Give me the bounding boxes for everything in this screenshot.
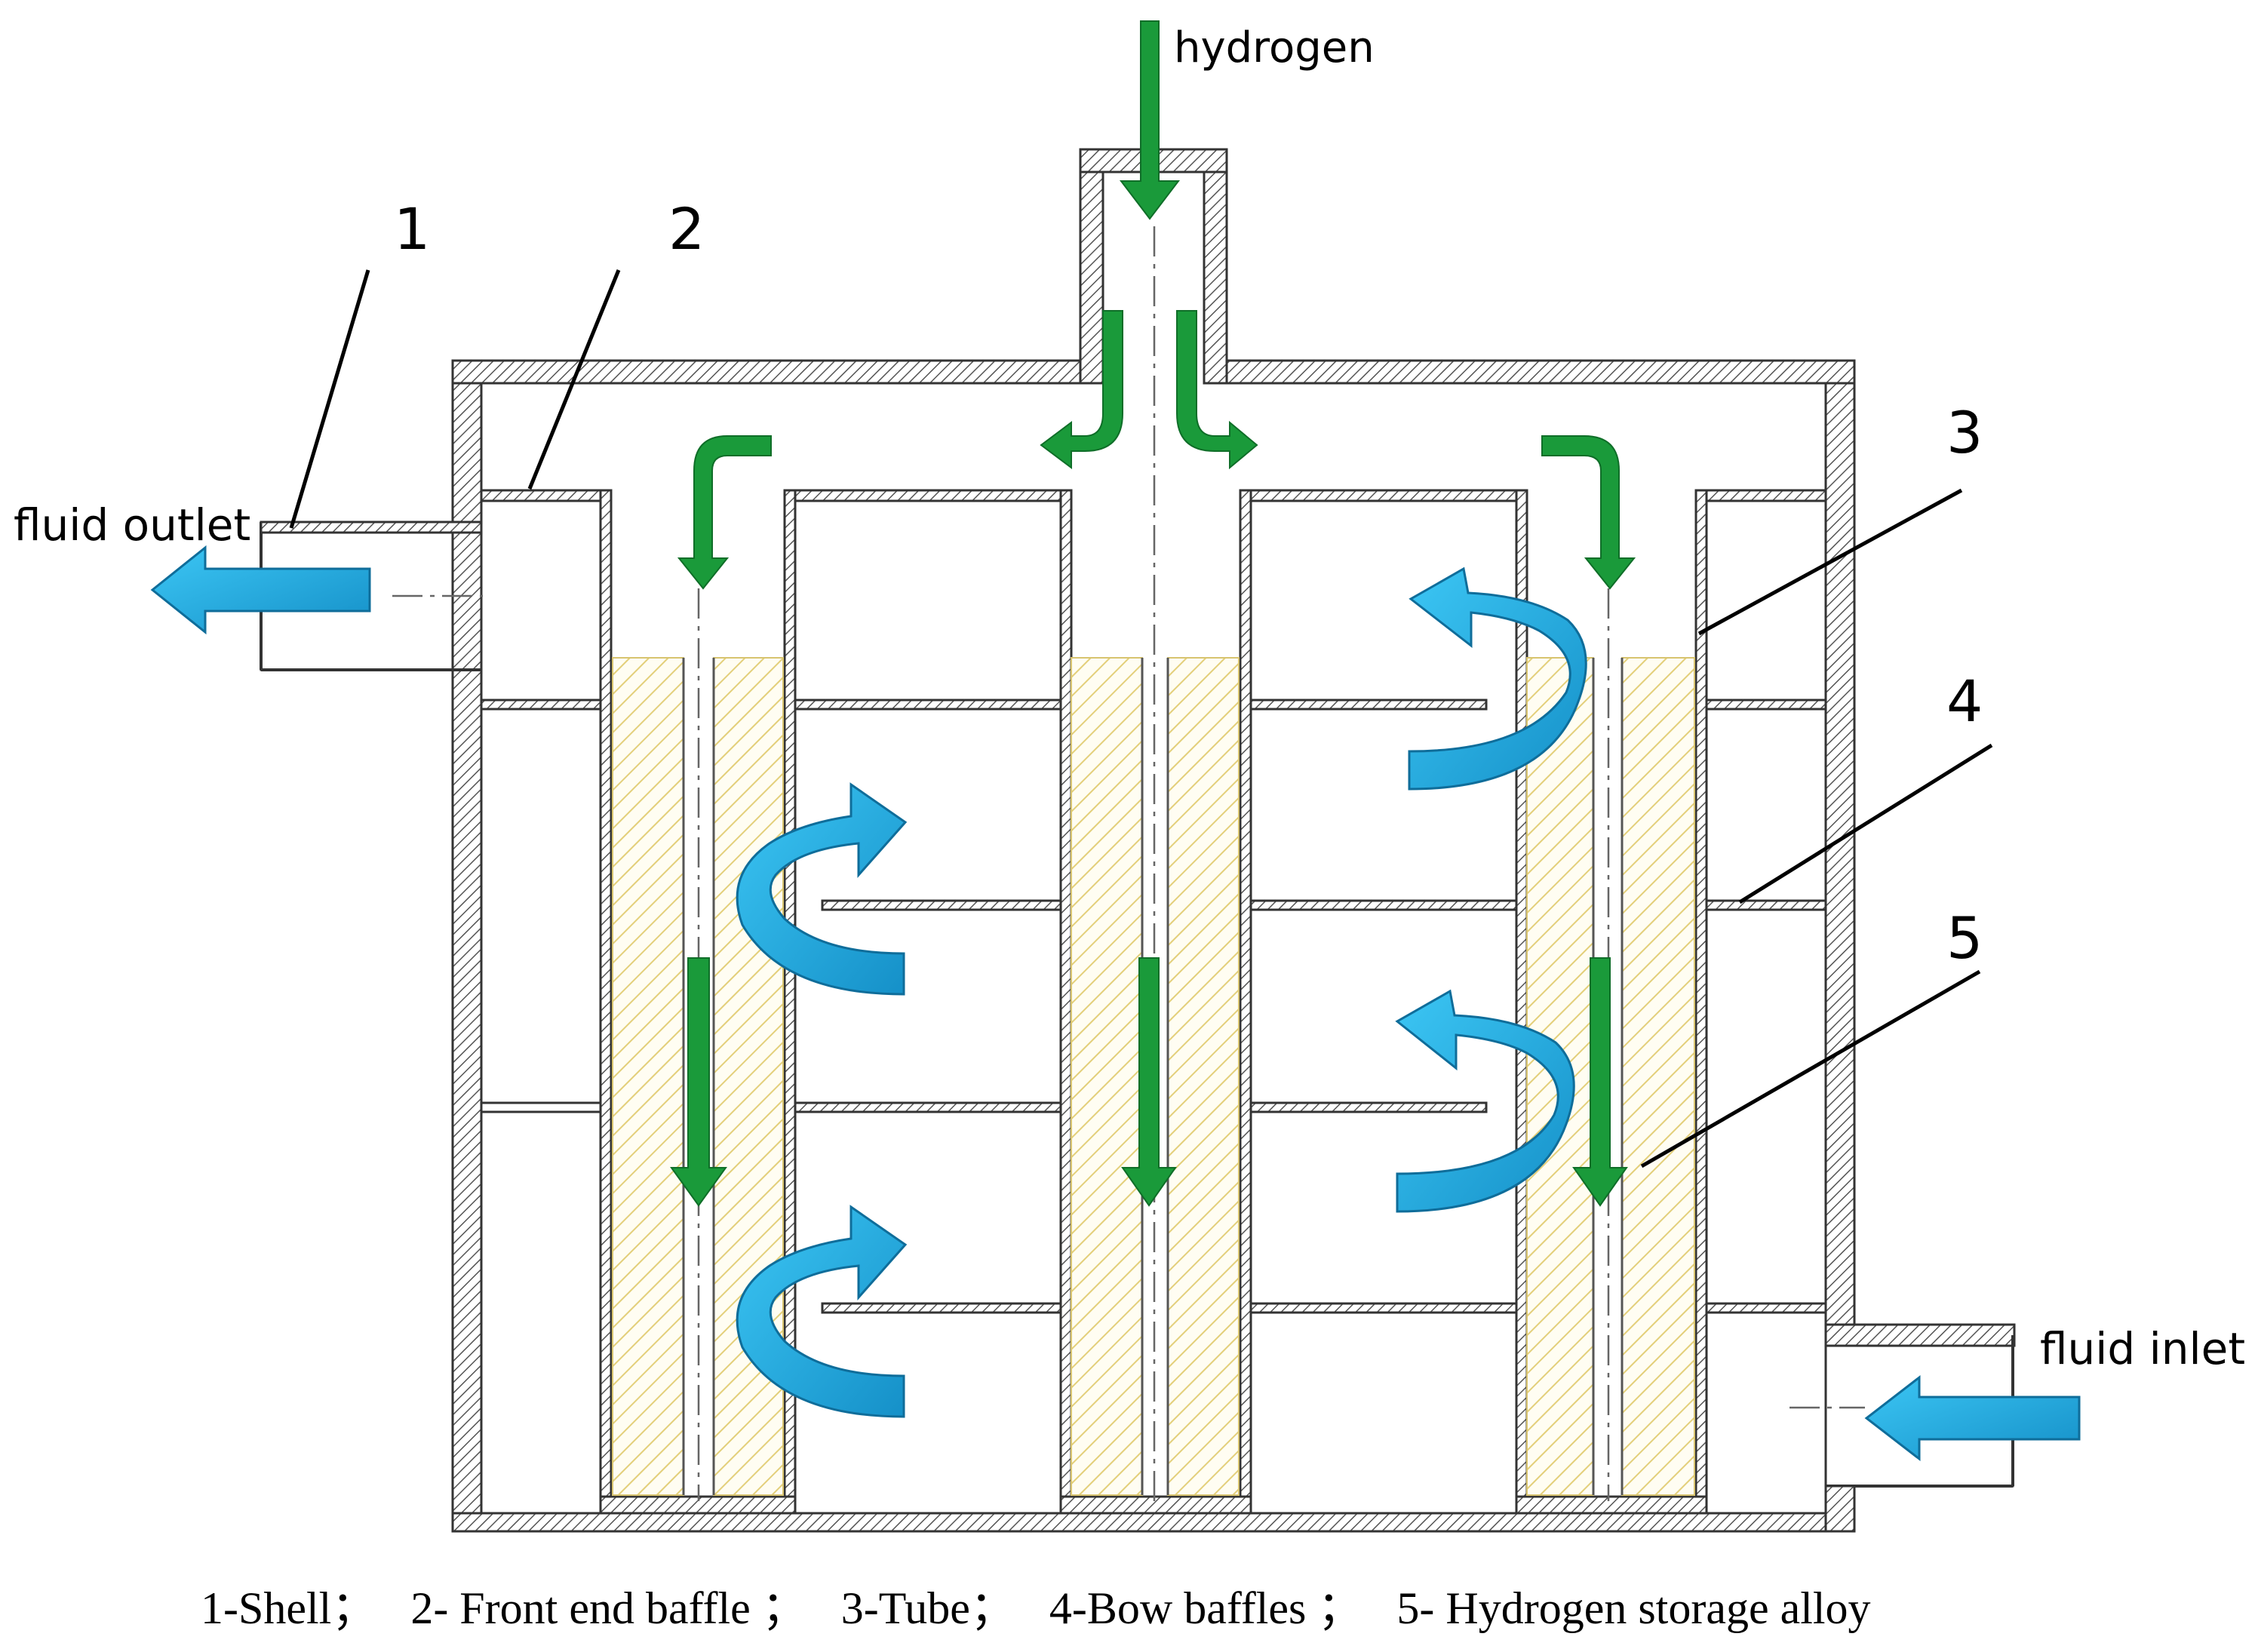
hydrogen-tube1-down-arrow-icon	[670, 957, 727, 1207]
hydrogen-split-right-arrow-icon	[1176, 310, 1258, 470]
fluid-outlet-arrow-icon	[150, 545, 371, 635]
hydrogen-label: hydrogen	[1174, 23, 1375, 72]
hydrogen-inlet-arrow-icon	[1119, 20, 1181, 220]
fluid-outlet-label: fluid outlet	[14, 499, 250, 551]
hydrogen-arrows	[670, 20, 1636, 1207]
swirl-arrow-icon	[736, 782, 908, 996]
diagram-caption: 1-Shell； 2- Front end baffle ； 3-Tube； 4…	[201, 1583, 1871, 1633]
swirl-arrow-icon	[1395, 989, 1575, 1213]
callout-5: 5	[1946, 904, 1983, 972]
callout-1: 1	[394, 195, 430, 263]
hydrogen-tube3-down-arrow-icon	[1572, 957, 1628, 1207]
hydrogen-storage-alloy	[612, 657, 1695, 1496]
swirl-arrow-icon	[736, 1205, 908, 1418]
callout-4: 4	[1946, 668, 1983, 735]
hydrogen-tube2-down-arrow-icon	[1121, 957, 1177, 1207]
callout-3: 3	[1946, 399, 1983, 466]
hydrogen-down-left-arrow-icon	[677, 435, 772, 590]
fluid-inlet-arrow-icon	[1864, 1374, 2081, 1462]
swirl-arrow-icon	[1408, 567, 1587, 791]
fluid-arrows	[150, 545, 2081, 1462]
callout-leaders	[289, 269, 1993, 1168]
bow-baffles	[480, 699, 1827, 1314]
callout-2: 2	[668, 195, 705, 263]
hydrogen-split-left-arrow-icon	[1040, 310, 1123, 469]
hydrogen-down-right-arrow-icon	[1541, 435, 1636, 590]
fluid-inlet-label: fluid inlet	[2040, 1323, 2245, 1374]
